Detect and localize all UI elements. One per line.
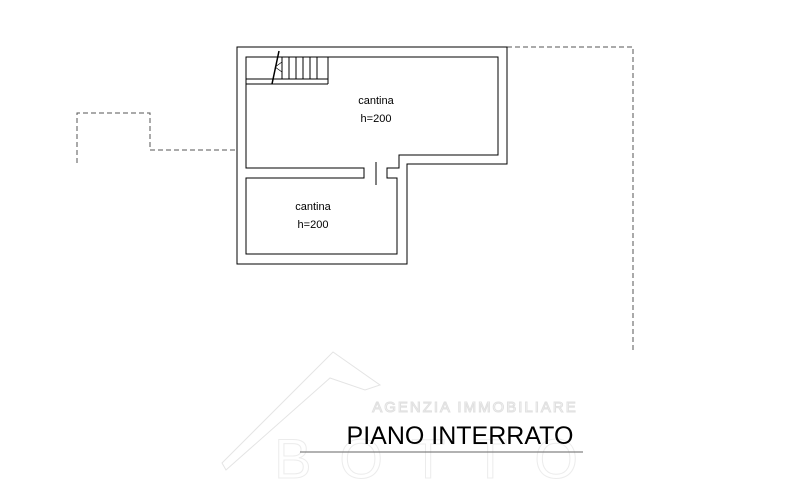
watermark-line2: BOTTO <box>274 427 606 490</box>
room-height-upper: h=200 <box>361 113 392 125</box>
staircase <box>246 50 329 85</box>
watermark-line1: AGENZIA IMMOBILIARE <box>372 399 578 416</box>
agency-watermark: AGENZIA IMMOBILIARE BOTTO <box>221 351 606 491</box>
dashed-outline-left <box>76 112 237 163</box>
room-height-lower: h=200 <box>298 219 329 231</box>
room-label-upper: cantina <box>358 95 394 107</box>
dashed-outline-right <box>507 46 634 352</box>
upper-room-wall <box>245 56 499 255</box>
plan-title: PIANO INTERRATO <box>347 422 574 450</box>
room-label-lower: cantina <box>295 201 331 213</box>
outer-wall <box>236 46 508 265</box>
